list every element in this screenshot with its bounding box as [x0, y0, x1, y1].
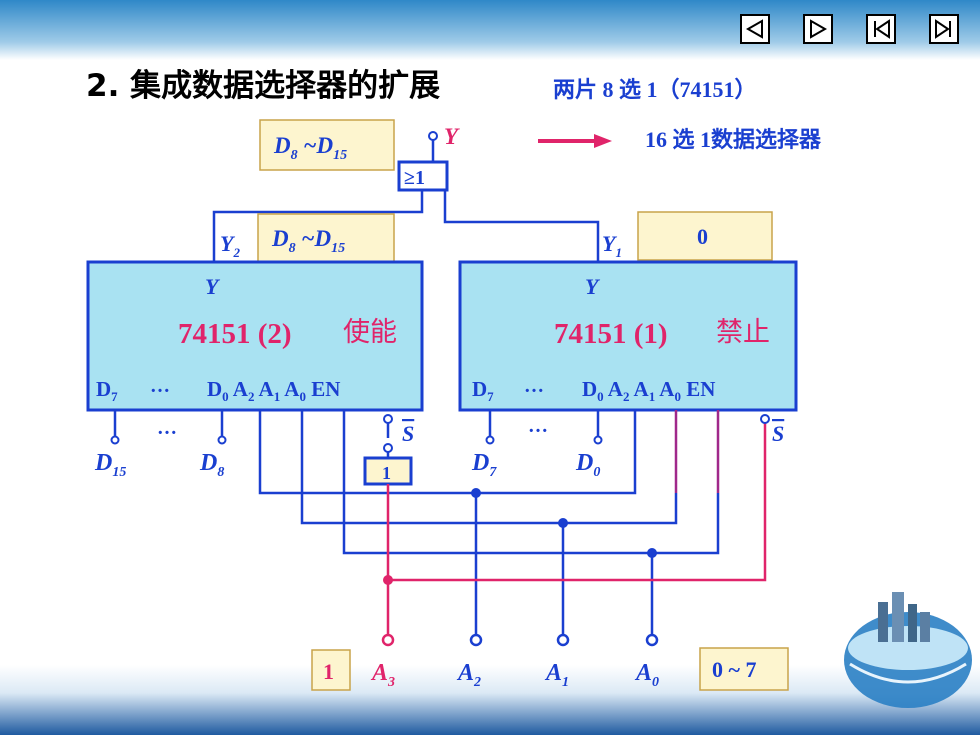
page-subtitle: 两片 8 选 1（74151） — [553, 77, 757, 102]
result-label: 16 选 1数据选择器 — [645, 127, 822, 152]
svg-text:…: … — [150, 375, 170, 397]
arrow-icon — [538, 134, 612, 148]
footer-band — [0, 665, 980, 735]
play-right-icon — [810, 19, 828, 39]
svg-text:S: S — [772, 421, 784, 446]
svg-text:D0: D0 — [575, 450, 600, 480]
chip1-state: 禁止 — [716, 317, 770, 347]
svg-text:Y2: Y2 — [220, 231, 240, 260]
a3-value-box — [311, 649, 351, 691]
skip-back-icon — [875, 19, 890, 39]
next-page-button[interactable] — [803, 14, 833, 44]
svg-text:A1: A1 — [544, 660, 569, 690]
svg-text:D7: D7 — [471, 450, 497, 480]
range-box — [699, 647, 789, 691]
svg-text:Y: Y — [585, 274, 601, 299]
skip-forward-icon — [935, 19, 950, 39]
output-y-label: Y — [444, 124, 460, 149]
svg-text:A2: A2 — [456, 660, 481, 690]
svg-text:A0: A0 — [634, 660, 659, 690]
chip1-name: 74151 (1) — [554, 318, 668, 350]
first-page-button[interactable] — [740, 14, 770, 44]
or-gate-label: ≥1 — [404, 167, 425, 189]
last-page-button[interactable] — [929, 14, 959, 44]
svg-text:D8: D8 — [199, 450, 224, 480]
svg-text:S: S — [402, 421, 414, 446]
svg-text:…: … — [528, 415, 548, 437]
svg-text:A3: A3 — [370, 660, 395, 690]
svg-text:…: … — [524, 375, 544, 397]
chip1-output-value: 0 — [697, 224, 708, 249]
chip2-name: 74151 (2) — [178, 318, 292, 350]
svg-text:D15: D15 — [94, 450, 126, 480]
chip2-state: 使能 — [343, 317, 397, 347]
top-label-box — [259, 119, 395, 171]
play-left-icon — [745, 19, 763, 39]
svg-text:1: 1 — [323, 659, 334, 684]
or-gate — [397, 160, 449, 192]
chip1-body — [458, 260, 798, 412]
svg-text:Y1: Y1 — [602, 231, 622, 260]
city-globe-icon — [844, 592, 972, 708]
prev-page-button[interactable] — [866, 14, 896, 44]
page-title: 2. 集成数据选择器的扩展 — [86, 68, 441, 104]
chip2-body — [86, 260, 424, 412]
svg-text:0 ~ 7: 0 ~ 7 — [712, 657, 756, 682]
svg-text:…: … — [157, 417, 177, 439]
svg-text:Y: Y — [205, 274, 221, 299]
svg-text:1: 1 — [382, 463, 391, 483]
